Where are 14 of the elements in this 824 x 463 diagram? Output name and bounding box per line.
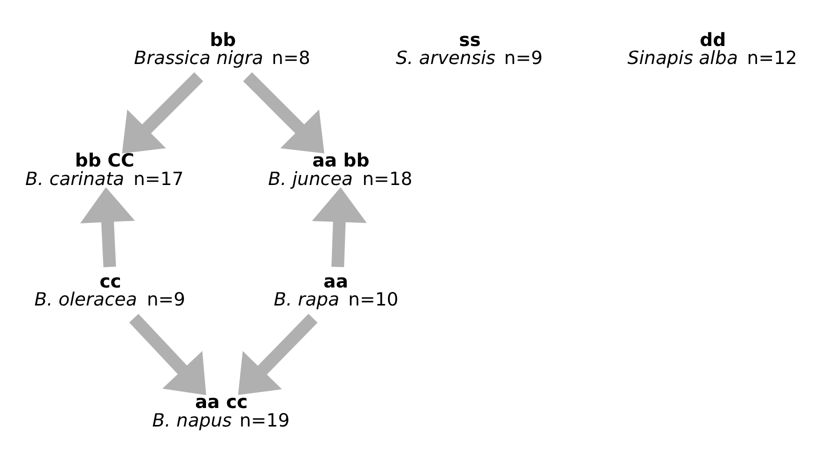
node-text: bb Brassica nigra n=8 <box>134 29 310 69</box>
node-text: cc B. oleracea n=9 <box>34 270 186 310</box>
arrow <box>129 313 206 395</box>
arrow <box>122 72 204 153</box>
node-text: bb CC B. carinata n=17 <box>25 150 184 190</box>
arrow <box>238 313 318 394</box>
node-text: aa bb B. juncea n=18 <box>268 150 412 190</box>
node-text: ss S. arvensis n=9 <box>396 29 543 69</box>
node-text: aa B. rapa n=10 <box>274 270 398 310</box>
arrow <box>243 72 324 153</box>
node-text: aa cc B. napus n=19 <box>152 392 290 431</box>
arrow <box>80 186 135 267</box>
arrow <box>312 186 367 267</box>
node-text: dd Sinapis alba n=12 <box>628 29 798 69</box>
